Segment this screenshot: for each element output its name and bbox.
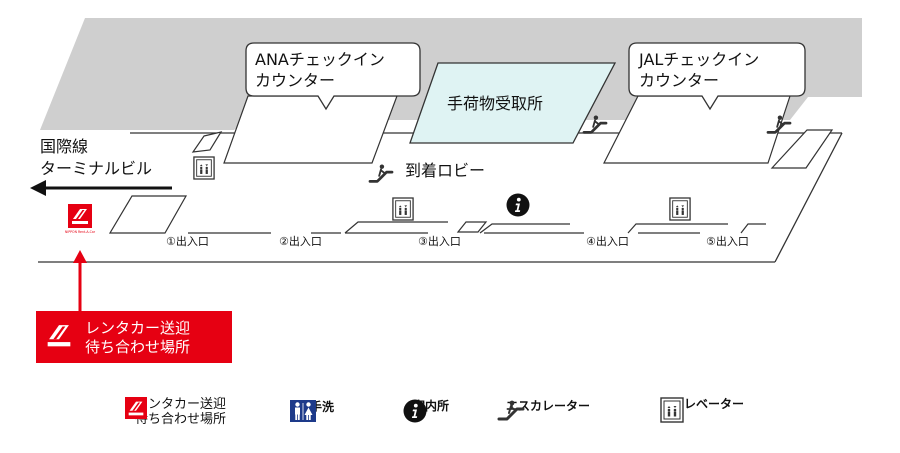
jal-side-zone <box>770 129 834 169</box>
legend-item-elevator: エレベーター <box>660 397 745 423</box>
ana-checkin-label-line1: ANAチェックイン <box>255 50 385 69</box>
elevator-icon <box>193 156 215 180</box>
legend-rental-label: レンタカー送迎 待ち合わせ場所 <box>135 397 227 427</box>
rental-car-logo-icon <box>68 204 92 228</box>
rental-meeting-label-line1: レンタカー送迎 <box>85 319 190 337</box>
rental-meeting-label-line2: 待ち合わせ場所 <box>85 338 190 356</box>
lower-wall-segments <box>108 195 766 234</box>
escalator-icon <box>497 399 525 421</box>
left-side-zone <box>191 131 223 153</box>
exit-5-label: ⑤出入口 <box>706 234 749 248</box>
baggage-claim-area <box>409 62 617 144</box>
legend-elevator-label: エレベーター <box>672 397 745 411</box>
elevator-icon <box>392 197 414 221</box>
elevator-icon <box>669 197 691 221</box>
legend-item-restroom: お手洗 <box>290 400 334 422</box>
intl-terminal-label-line1: 国際線 <box>40 137 88 156</box>
jal-checkin-balloon <box>628 42 806 111</box>
intl-terminal-arrow <box>30 180 172 196</box>
legend-item-info: 案内所 <box>403 399 449 423</box>
elevator-icon <box>660 397 684 423</box>
exit-3-label: ③出入口 <box>418 234 461 248</box>
ana-checkin-label: ANAチェックイン カウンター <box>255 50 390 90</box>
info-icon <box>403 399 427 423</box>
exit-2-label: ②出入口 <box>279 234 322 248</box>
rental-car-logo-icon <box>42 318 76 352</box>
jal-checkin-label-line2: カウンター <box>639 71 719 90</box>
jal-checkin-label: JALチェックイン カウンター <box>638 50 764 90</box>
exit-1-label: ①出入口 <box>166 234 209 248</box>
rental-car-logo-text: NIPPON Rent-A-Car <box>65 230 96 234</box>
rental-car-logo-icon <box>125 397 147 419</box>
intl-terminal-label: 国際線 ターミナルビル <box>40 137 152 178</box>
ana-checkin-label-line2: カウンター <box>255 71 335 90</box>
intl-terminal-label-line2: ターミナルビル <box>40 159 152 178</box>
info-icon <box>506 193 530 217</box>
baggage-claim-label: 手荷物受取所 <box>447 94 543 113</box>
escalator-icon <box>368 163 394 183</box>
legend-item-rental: レンタカー送迎 待ち合わせ場所 <box>125 397 226 427</box>
restroom-icon <box>290 400 316 422</box>
jal-checkin-label-line1: JALチェックイン <box>638 50 759 69</box>
rental-meeting-label: レンタカー送迎 待ち合わせ場所 <box>85 319 195 356</box>
ana-checkin-balloon <box>245 42 421 111</box>
arrival-lobby-label: 到着ロビー <box>405 161 485 180</box>
rental-pointer-arrow <box>73 250 87 312</box>
exit-4-label: ④出入口 <box>586 234 629 248</box>
ana-checkin-counter-area <box>223 95 398 164</box>
legend-item-escalator: エスカレーター <box>496 399 591 421</box>
legend-escalator-label: エスカレーター <box>506 399 591 413</box>
map-legend: レンタカー送迎 待ち合わせ場所 お手洗 案内所 エスカレーター エレベーター <box>0 388 900 438</box>
